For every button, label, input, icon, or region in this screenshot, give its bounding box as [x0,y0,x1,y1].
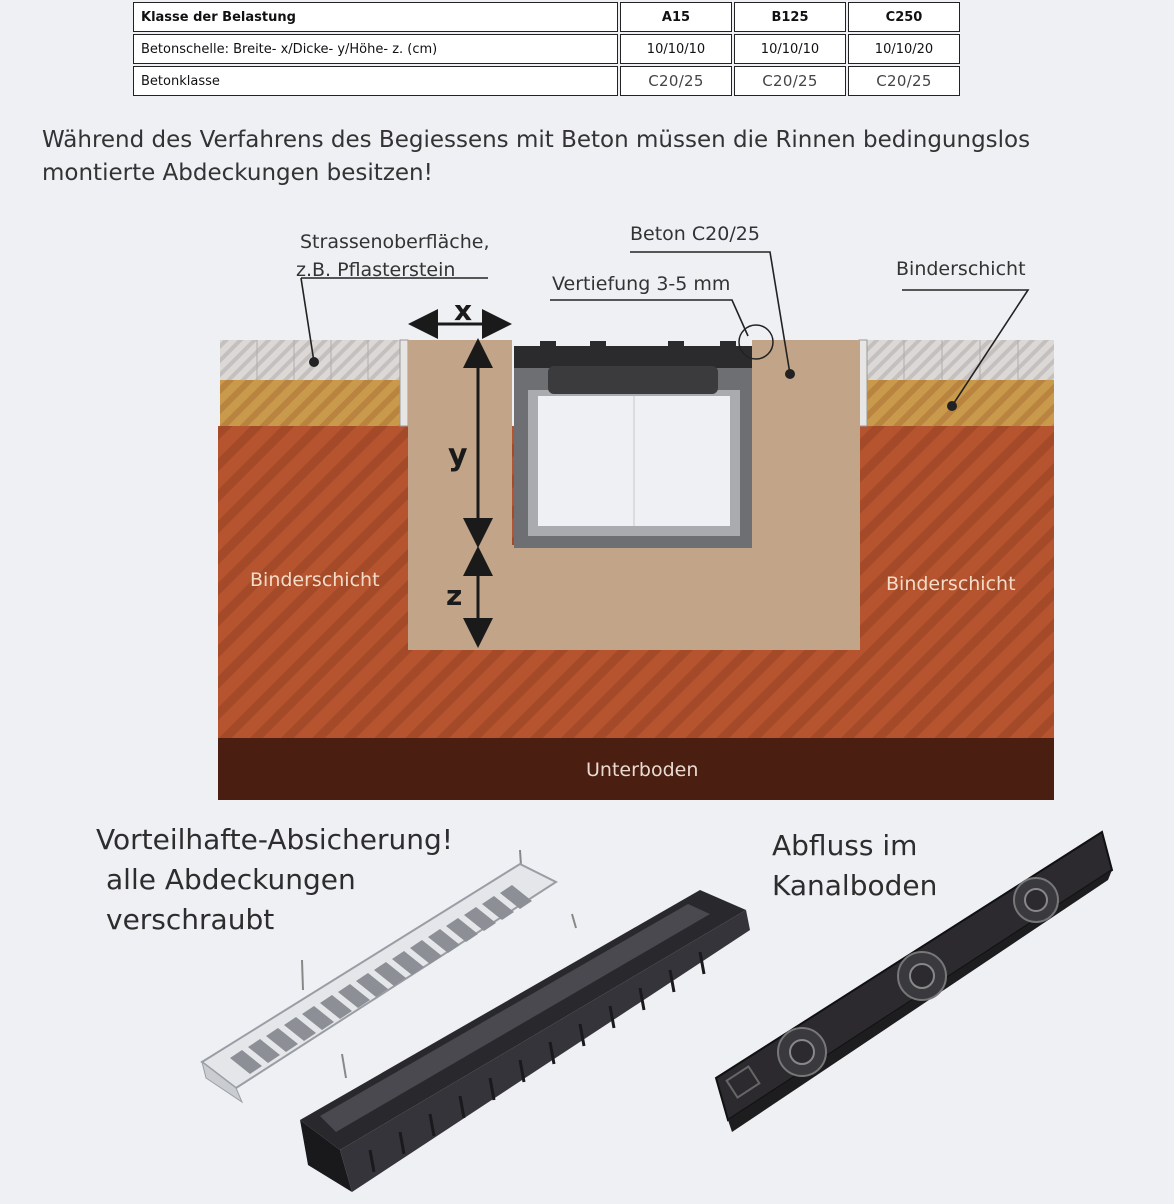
table-row: Betonschelle: Breite- x/Dicke- y/Höhe- z… [133,34,960,64]
label-surface-line1: Strassenoberfläche, [300,231,490,253]
label-binder-left: Binderschicht [250,569,380,591]
channel-body-image [300,890,750,1192]
table-cell-a15: C20/25 [620,66,732,96]
binder-band-left [220,380,405,426]
steel-grate-image [200,862,559,1104]
dimension-z-label: z [446,579,462,612]
feature-right-line2: Kanalboden [772,869,938,902]
cross-section-svg: Strassenoberfläche, z.B. Pflasterstein B… [218,223,1054,800]
table-header-label: Klasse der Belastung [133,2,618,32]
label-binder-right: Binderschicht [886,573,1016,595]
feature-left-line2: alle Abdeckungen [106,863,356,896]
table-cell-a15: 10/10/10 [620,34,732,64]
specification-table: Klasse der Belastung A15 B125 C250 Beton… [131,0,962,98]
feature-left-line3: verschraubt [106,903,275,936]
feature-screwed-covers: Vorteilhafte-Absicherung! alle Abdeckung… [96,820,453,940]
table-cell-b125: C20/25 [734,66,846,96]
table-cell-b125: 10/10/10 [734,34,846,64]
table-row: Betonklasse C20/25 C20/25 C20/25 [133,66,960,96]
product-illustrations [190,820,1130,1200]
feature-bottom-outlet: Abfluss im Kanalboden [772,826,937,906]
label-binder-top: Binderschicht [896,258,1026,280]
table-cell-label: Betonklasse [133,66,618,96]
label-subsoil: Unterboden [586,759,698,781]
paver-right [866,340,1054,380]
table-header-c250: C250 [848,2,960,32]
label-concrete: Beton C20/25 [630,223,760,245]
cross-section-diagram: Strassenoberfläche, z.B. Pflasterstein B… [0,210,1174,810]
feature-right-line1: Abfluss im [772,829,918,862]
recess-marker [738,324,774,360]
channel-grate [514,346,752,368]
table-header-row: Klasse der Belastung A15 B125 C250 [133,2,960,32]
label-surface-line2: z.B. Pflasterstein [296,259,455,281]
dimension-y-label: y [448,438,468,473]
product-svg [200,830,1114,1192]
table-cell-c250: 10/10/20 [848,34,960,64]
installation-notice: Während des Verfahrens des Begiessens mi… [42,127,1031,186]
channel-bottom-image [714,830,1114,1132]
table-header-b125: B125 [734,2,846,32]
screw-icon [301,849,577,1079]
subsoil-layer [218,738,1054,800]
table-header-a15: A15 [620,2,732,32]
binder-band-right [866,380,1054,426]
table-cell-label: Betonschelle: Breite- x/Dicke- y/Höhe- z… [133,34,618,64]
label-recess: Vertiefung 3-5 mm [552,273,730,295]
dimension-x-label: x [454,294,472,327]
concrete-bed [408,340,860,650]
table-cell-c250: C20/25 [848,66,960,96]
feature-left-line1: Vorteilhafte-Absicherung! [96,823,454,856]
